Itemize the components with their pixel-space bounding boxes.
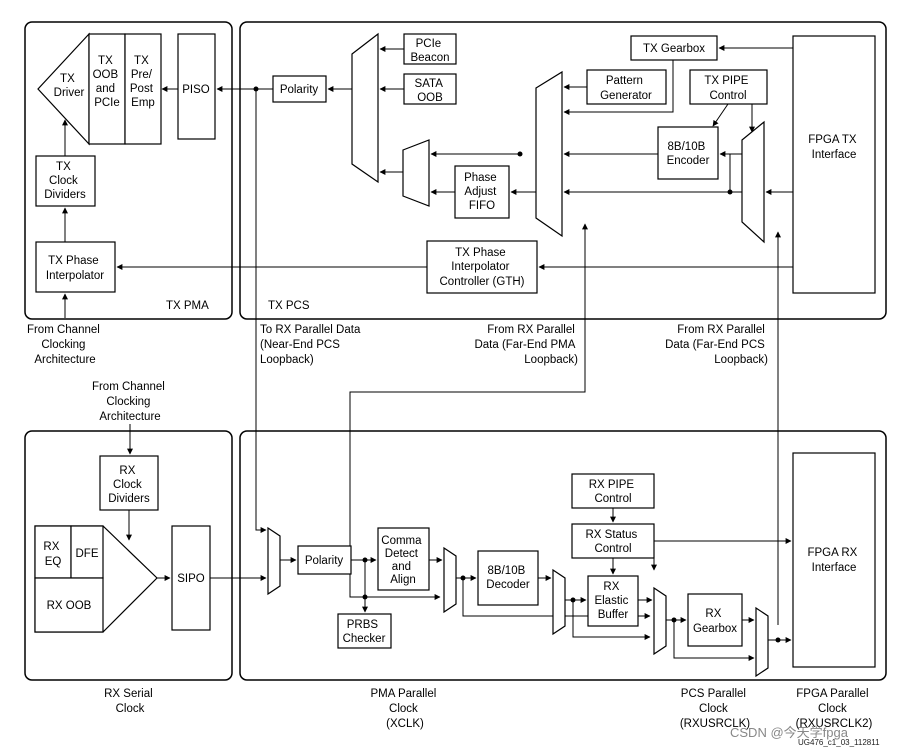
tx-pma-label: TX PMA	[166, 300, 209, 312]
piso-label: PISO	[182, 84, 210, 96]
tx-pi-controller-label: TX Phase Interpolator Controller (GTH)	[440, 247, 525, 288]
sipo-block	[171, 525, 211, 631]
tx-pi-controller-block	[426, 240, 538, 294]
sata-oob-block	[403, 73, 457, 105]
rx-serial-clock-label: RX Serial Clock	[104, 688, 156, 715]
figure-id: UG476_c1_03_112811	[798, 738, 880, 747]
rx-clock-dividers-block	[99, 455, 159, 511]
tx-pipe-control-block	[689, 69, 768, 105]
tx-mux-right	[741, 120, 765, 244]
tx-mux-small	[402, 139, 430, 207]
rx-mux-output	[755, 606, 769, 678]
tx-pipe-control-label: TX PIPE Control	[704, 75, 751, 102]
fpga-rx-interface-block	[792, 452, 876, 668]
tx-gearbox-label: TX Gearbox	[643, 43, 705, 55]
fpga-tx-interface-label: FPGA TX Interface	[808, 134, 860, 161]
tx-oob-pcie-block	[88, 33, 126, 145]
rx-polarity-block	[297, 545, 352, 575]
rx-oob-label: RX OOB	[47, 600, 92, 612]
rx-status-control-label: RX Status Control	[586, 529, 641, 555]
tx-pre-post-emp-block	[124, 33, 162, 145]
tx-gearbox-block	[630, 35, 718, 61]
tx-pcs-region	[239, 21, 887, 320]
tx-clock-dividers-block	[35, 155, 96, 207]
decoder-label: 8B/10B Decoder	[486, 565, 530, 591]
piso-block	[177, 33, 216, 140]
rx-mux-after-comma	[443, 546, 457, 614]
pma-parallel-clock-label: PMA Parallel Clock (XCLK)	[370, 688, 439, 730]
fpga-parallel-clock-label: FPGA Parallel Clock (RXUSRCLK2)	[796, 688, 873, 730]
phase-adjust-fifo-block	[454, 165, 510, 219]
rx-pma-region	[24, 430, 233, 681]
tx-pcs-label: TX PCS	[268, 300, 310, 312]
pcs-parallel-clock-label: PCS Parallel Clock (RXUSRCLK)	[680, 688, 750, 730]
rx-mux-after-buffer	[653, 586, 667, 656]
rx-mux-input	[267, 526, 281, 596]
rx-pcs-region	[239, 430, 887, 681]
rx-pipe-control-label: RX PIPE Control	[589, 479, 638, 505]
pattern-generator-label: Pattern Generator	[600, 75, 652, 102]
encoder-block	[657, 126, 719, 180]
pattern-generator-block	[586, 69, 667, 105]
tx-pre-post-emp-label: TX Pre/ Post Emp	[130, 55, 156, 109]
fpga-rx-interface-label: FPGA RX Interface	[807, 547, 860, 574]
tx-phase-interpolator-label: TX Phase Interpolator	[46, 255, 104, 282]
tx-clock-dividers-label: TX Clock Dividers	[44, 161, 86, 201]
decoder-block	[477, 550, 539, 606]
tx-mux-large	[351, 32, 379, 184]
to-rx-parallel-data-label: To RX Parallel Data (Near-End PCS Loopba…	[260, 324, 364, 366]
dfe-block	[70, 525, 104, 579]
rx-oob-block	[34, 577, 104, 633]
dfe-label: DFE	[76, 548, 99, 560]
fpga-tx-interface-block	[792, 35, 876, 294]
sipo-label: SIPO	[177, 573, 205, 585]
comma-detect-label: Comma Detect and Align	[381, 535, 424, 586]
watermark: CSDN @今天学fpga	[730, 725, 849, 740]
rx-clock-dividers-label: RX Clock Dividers	[108, 465, 150, 505]
tx-driver-label: TX Driver	[54, 73, 85, 99]
prbs-checker-label: PRBS Checker	[343, 619, 386, 645]
rx-polarity-label: Polarity	[305, 555, 344, 567]
prbs-checker-block	[337, 613, 392, 649]
sata-oob-label: SATA OOB	[415, 78, 446, 104]
rx-gearbox-label: RX Gearbox	[693, 608, 737, 635]
comma-detect-block	[377, 527, 430, 591]
rx-gearbox-block	[687, 593, 743, 647]
tx-pma-region	[24, 21, 233, 320]
rx-elastic-buffer-label: RX Elastic Buffer	[594, 581, 631, 621]
from-rx-parallel-pma-label: From RX Parallel Data (Far-End PMA Loopb…	[474, 324, 578, 366]
rx-elastic-buffer-block	[587, 575, 639, 627]
rx-pipe-control-block	[571, 473, 655, 509]
tx-phase-interpolator-block	[35, 241, 116, 293]
from-channel-clocking-label-top: From Channel Clocking Architecture	[27, 324, 103, 366]
rx-status-control-block	[571, 523, 655, 559]
from-rx-parallel-pcs-label: From RX Parallel Data (Far-End PCS Loopb…	[665, 324, 768, 366]
encoder-label: 8B/10B Encoder	[667, 141, 710, 167]
tx-oob-pcie-label: TX OOB and PCIe	[93, 55, 122, 109]
tx-mux-middle	[535, 70, 563, 238]
phase-adjust-fifo-label: Phase Adjust FIFO	[464, 172, 500, 212]
rx-mux-after-decoder	[552, 568, 566, 636]
from-channel-clocking-label-bottom: From Channel Clocking Architecture	[92, 381, 168, 423]
tx-polarity-label: Polarity	[280, 84, 319, 96]
pcie-beacon-label: PCIe Beacon	[410, 38, 449, 64]
rx-eq-label: RX EQ	[43, 541, 62, 568]
pcie-beacon-block	[403, 33, 457, 65]
